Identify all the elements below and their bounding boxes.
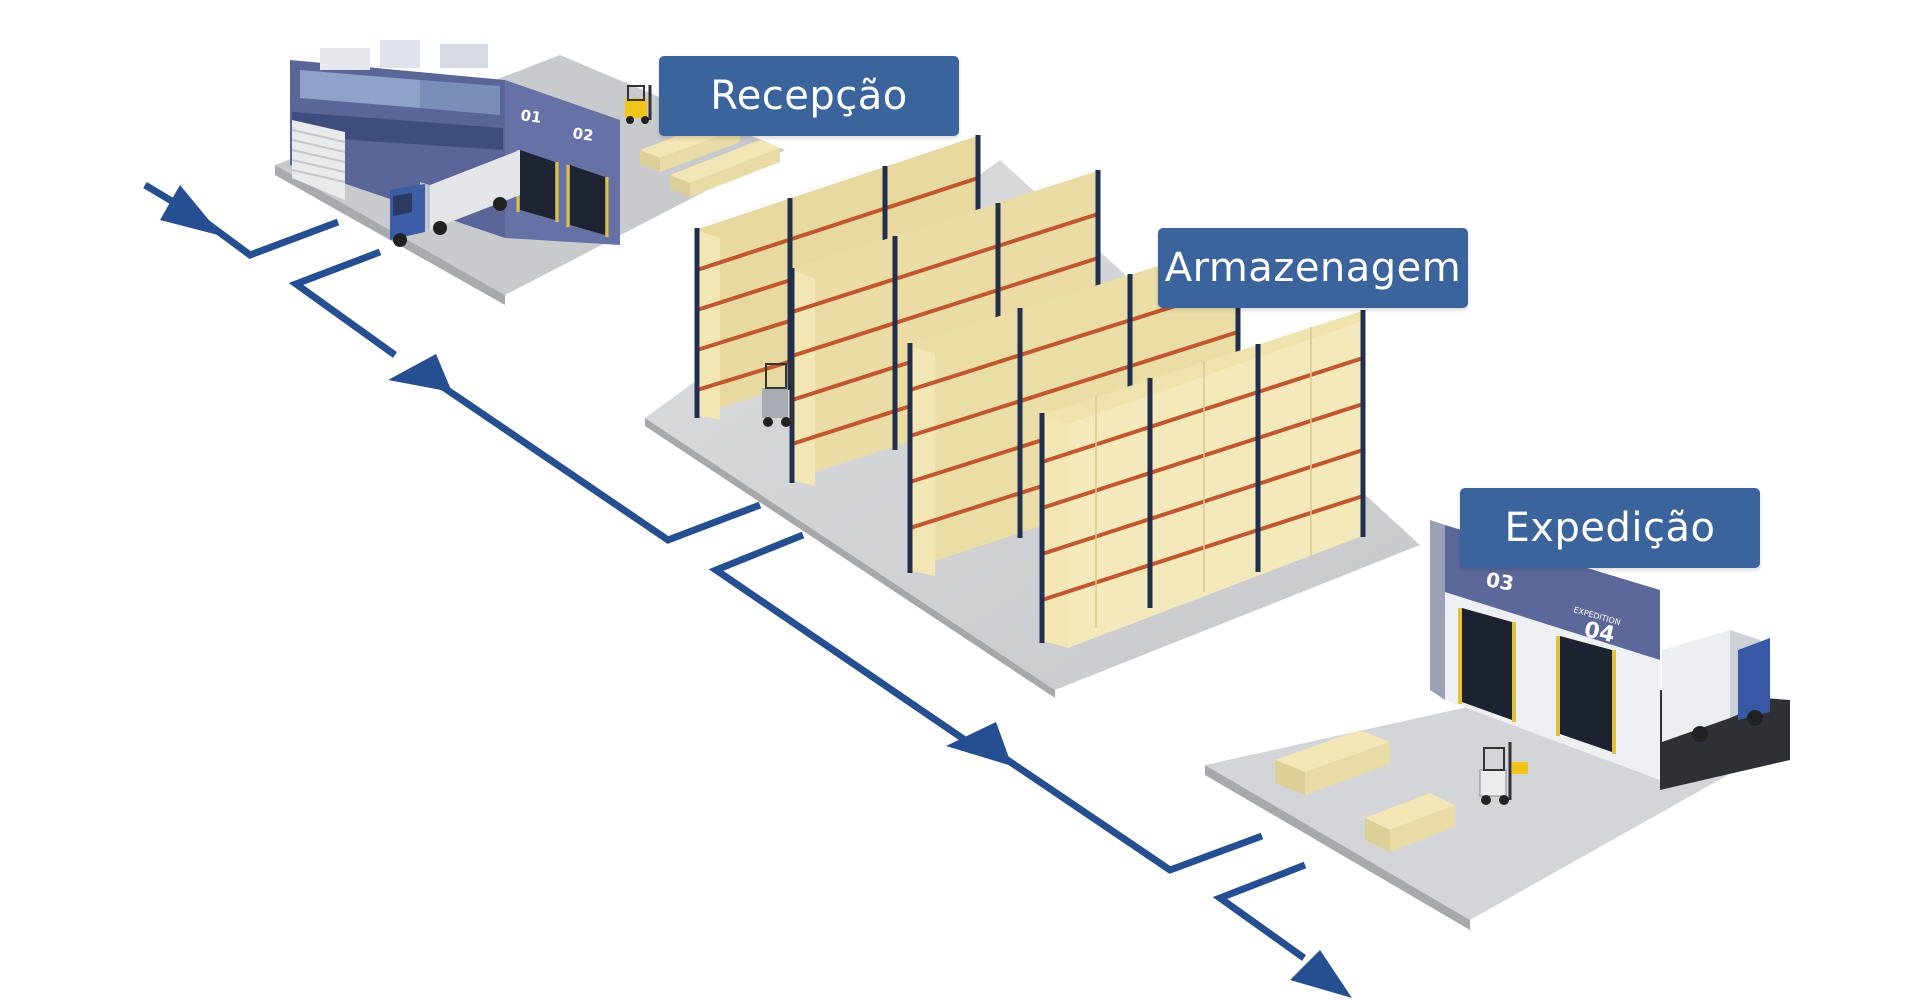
dispatch-pallets (1275, 730, 1455, 852)
dispatch-door-04-number: 04 (1582, 617, 1617, 648)
reception-door-02-number: 02 (571, 124, 594, 145)
stage-label-storage: Armazenagem (1158, 228, 1468, 308)
forklift-icon (762, 360, 794, 427)
reception-door-01-number: 01 (519, 106, 542, 127)
dispatch-door-03-number: 03 (1484, 567, 1516, 595)
forklift-icon (625, 85, 652, 124)
flow-arrow-icon (143, 181, 1352, 998)
forklift-icon (1479, 742, 1528, 805)
truck-icon (1662, 630, 1770, 742)
truck-icon (390, 150, 520, 247)
stage-label-reception: Recepção (659, 56, 959, 136)
reception-pallets (640, 120, 780, 197)
reception-area: 01 02 (275, 40, 785, 305)
dispatch-area: 03 EXPEDITION 04 (1205, 520, 1790, 930)
storage-rack-row-4 (1039, 310, 1366, 648)
storage-area (645, 135, 1420, 698)
stage-label-dispatch: Expedição (1460, 488, 1760, 568)
